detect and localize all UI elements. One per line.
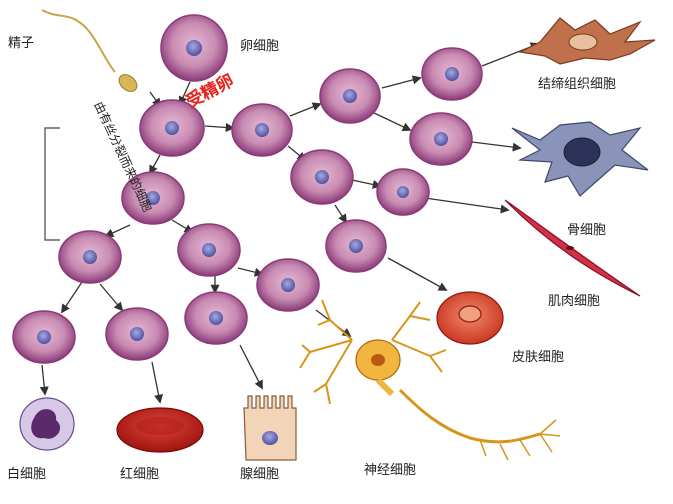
cell-l1: [121, 171, 185, 225]
cell-c3: [376, 168, 430, 216]
label-muscle: 肌肉细胞: [548, 294, 600, 309]
arrow-to-gland: [239, 344, 263, 390]
label-egg: 卵细胞: [240, 39, 279, 54]
red-blood-cell: [116, 407, 204, 453]
arrow-to-c3: [351, 179, 382, 189]
arrow-egg-to-zygote: [178, 81, 191, 106]
label-red-blood: 红细胞: [120, 466, 159, 482]
skin-cell: [436, 291, 504, 345]
stem-cells: [12, 14, 483, 364]
cell-rbc-progenitor: [105, 307, 169, 361]
sperm-illustration: [41, 9, 138, 92]
arrow-to-bone: [471, 141, 522, 152]
cell-wbc-progenitor: [12, 310, 76, 364]
arrow-zygote-down: [149, 154, 161, 175]
arrow-to-nerve-progenitor: [237, 267, 264, 277]
label-connective-tissue: 结缔组织细胞: [538, 76, 616, 92]
arrow-zygote-right: [204, 122, 235, 133]
arrow-to-c1: [381, 75, 422, 89]
cell-gland-progenitor: [184, 291, 248, 345]
label-nerve: 神经细胞: [364, 463, 416, 478]
arrow-to-wbc: [39, 364, 49, 396]
label-sperm: 精子: [8, 36, 34, 51]
white-blood-cell: [19, 397, 75, 451]
cell-l2b: [177, 223, 241, 277]
cell-r2: [319, 68, 381, 124]
arrow-to-rbc: [151, 361, 164, 404]
label-gland: 腺细胞: [240, 467, 279, 482]
cell-c4: [325, 219, 387, 273]
cell-c2: [409, 112, 473, 166]
arrow-to-l2a: [104, 224, 131, 238]
arrow-to-skin: [387, 257, 448, 291]
arrow-to-muscle: [424, 197, 510, 214]
cell-r1: [231, 103, 293, 157]
label-bone: 骨细胞: [567, 223, 606, 238]
label-skin: 皮肤细胞: [512, 350, 564, 365]
arrow-to-wbc-progenitor: [60, 281, 83, 314]
gland-cell: [243, 395, 297, 461]
egg-cell: [160, 14, 228, 82]
arrow-r1-up: [289, 102, 322, 117]
nerve-cell: [299, 299, 561, 461]
cell-l2a: [58, 230, 122, 284]
bone-cell: [511, 121, 649, 197]
cell-c3-origin: [290, 149, 354, 205]
bracket: [44, 127, 60, 241]
connective-tissue-cell: [518, 17, 656, 65]
muscle-cell: [504, 199, 641, 297]
zygote-cell: [139, 99, 205, 157]
cell-nerve-progenitor: [256, 258, 320, 312]
arrow-to-c2: [371, 111, 412, 131]
arrow-to-rbc-progenitor: [99, 283, 124, 312]
label-white-blood: 白细胞: [7, 466, 46, 482]
arrows: [39, 42, 540, 404]
cell-c1: [421, 47, 483, 101]
arrow-to-c4: [334, 204, 347, 224]
